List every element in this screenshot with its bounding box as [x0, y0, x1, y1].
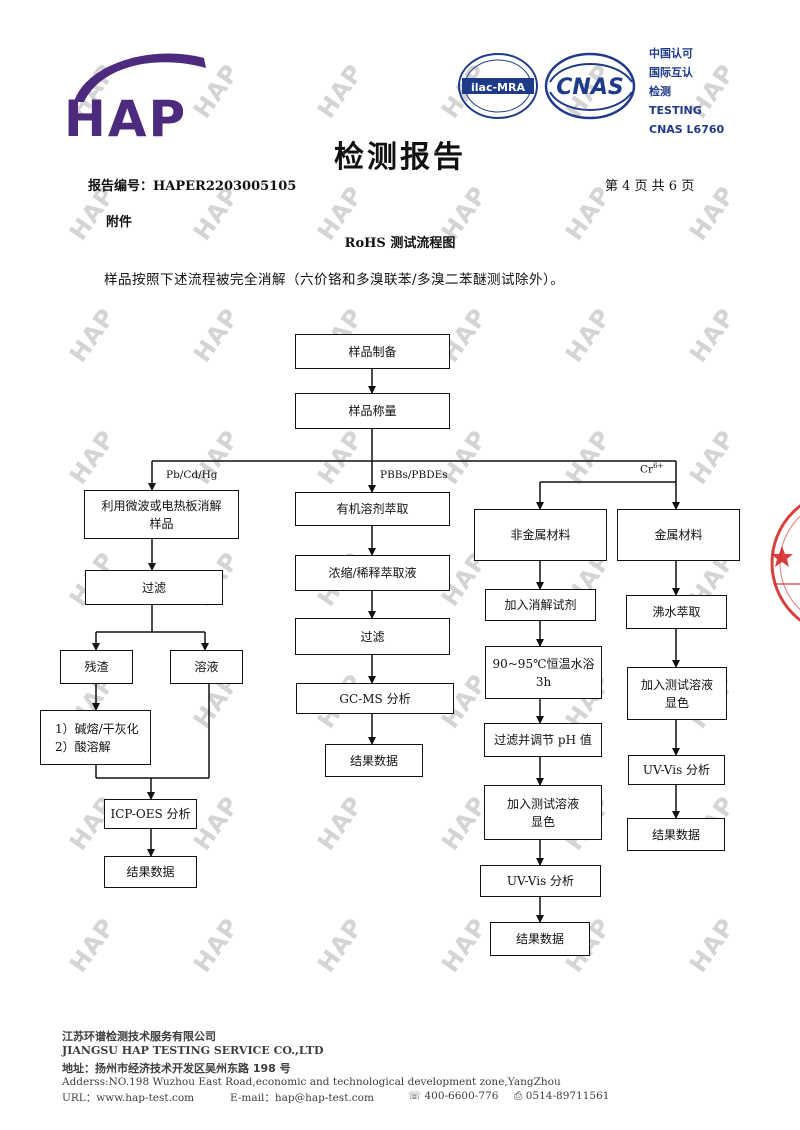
footer-address: 地址：扬州市经济技术开发区吴州东路 198 号: [62, 1062, 291, 1075]
step-nonmetal-result: 结果数据: [490, 922, 590, 956]
footer-tel: ☏ 400-6600-776: [408, 1090, 499, 1102]
step-pbb-filter: 过滤: [295, 618, 450, 655]
step-pb-icp-oes: ICP-OES 分析: [104, 799, 197, 829]
cnas-logo: CNAS: [544, 52, 636, 120]
branch-label-pb-cd-hg: Pb/Cd/Hg: [166, 469, 218, 481]
step-pbb-concentrate: 浓缩/稀释萃取液: [295, 555, 450, 591]
hap-logo: HAP: [64, 53, 206, 148]
step-pb-result: 结果数据: [104, 856, 197, 888]
cert-line: 检测: [649, 85, 671, 98]
cert-line: TESTING: [649, 104, 702, 117]
footer-email[interactable]: E-mail：hap@hap-test.com: [230, 1092, 374, 1104]
fax-icon: ⎙: [514, 1090, 526, 1102]
step-pbb-gc-ms: GC-MS 分析: [296, 683, 454, 714]
step-metal-color: 加入测试溶液 显色: [627, 667, 727, 720]
step-nonmetal-filter-ph: 过滤并调节 pH 值: [484, 723, 602, 757]
red-seal-stamp: [770, 504, 800, 622]
phone-icon: ☏: [408, 1090, 425, 1102]
footer-fax: ⎙ 0514-89711561: [514, 1090, 610, 1102]
step-pb-solution: 溶液: [170, 650, 243, 684]
step-pbb-extract: 有机溶剂萃取: [295, 492, 450, 526]
svg-text:CNAS: CNAS: [556, 75, 623, 100]
footer-url[interactable]: URL：www.hap-test.com: [62, 1092, 195, 1104]
cnas-accreditation-text: 中国认可 国际互认 检测 TESTING CNAS L6760: [649, 44, 769, 139]
intro-text: 样品按照下述流程被完全消解（六价铬和多溴联苯/多溴二苯醚测试除外）。: [104, 272, 565, 288]
svg-text:ilac-MRA: ilac-MRA: [471, 81, 525, 94]
report-number: 报告编号：HAPER2203005105: [88, 179, 297, 194]
step-metal-material: 金属材料: [617, 509, 740, 561]
page-number: 第 4 页 共 6 页: [605, 179, 695, 194]
cert-line: 国际互认: [649, 66, 693, 79]
footer-address-en: Adderss:NO.198 Wuzhou East Road,economic…: [62, 1076, 561, 1088]
cert-line: 中国认可: [649, 47, 693, 60]
attachment-label: 附件: [106, 215, 133, 230]
footer-company: 江苏环谱检测技术服务有限公司: [62, 1030, 216, 1043]
ilac-mra-logo: ilac-MRA: [458, 53, 538, 119]
step-pb-residue: 残渣: [60, 650, 133, 684]
step-pbb-result: 结果数据: [325, 744, 423, 777]
step-sample-prep: 样品制备: [295, 334, 450, 369]
step-metal-boil-extract: 沸水萃取: [626, 595, 727, 629]
step-pb-digest: 利用微波或电热板消解 样品: [84, 490, 239, 539]
step-pb-residue-treatment: 1）碱熔/干灰化 2）酸溶解: [40, 710, 151, 765]
step-nonmetal-water-bath: 90~95℃恒温水浴 3h: [485, 646, 602, 699]
step-nonmetal-uv-vis: UV-Vis 分析: [480, 865, 601, 897]
step-nonmetal-add-digest: 加入消解试剂: [485, 589, 596, 621]
footer-company-en: JIANGSU HAP TESTING SERVICE CO.,LTD: [62, 1044, 324, 1057]
report-title: 检测报告: [334, 140, 466, 175]
step-pb-filter: 过滤: [85, 570, 223, 605]
svg-text:HAP: HAP: [64, 90, 187, 148]
step-metal-result: 结果数据: [627, 818, 725, 851]
step-metal-uv-vis: UV-Vis 分析: [628, 755, 725, 785]
branch-label-pbbs-pbdes: PBBs/PBDEs: [380, 469, 448, 481]
step-sample-weigh: 样品称量: [295, 393, 450, 429]
flowchart-title: RoHS 测试流程图: [344, 236, 456, 251]
branch-label-cr6: Cr6+: [640, 462, 664, 476]
step-nonmetal-color: 加入测试溶液 显色: [484, 785, 602, 840]
cert-line: CNAS L6760: [649, 123, 725, 136]
step-nonmetal-material: 非金属材料: [474, 509, 607, 561]
